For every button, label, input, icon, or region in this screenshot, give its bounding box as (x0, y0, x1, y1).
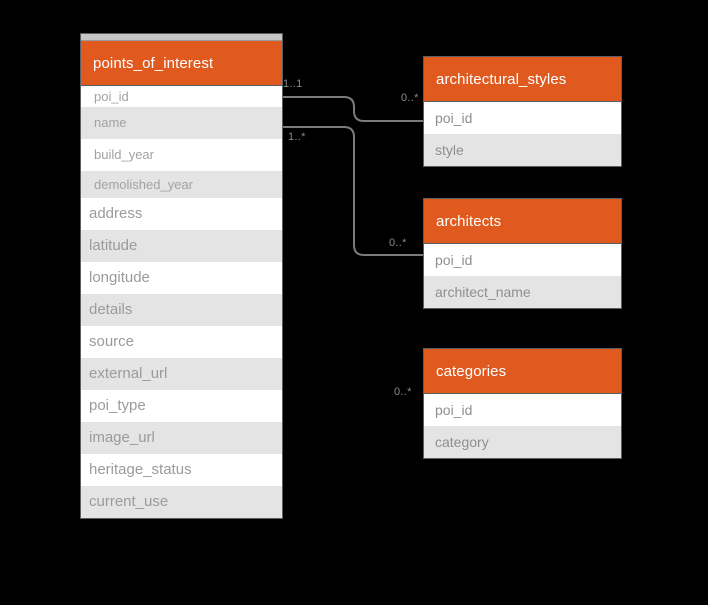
entity-title-architects: architects (424, 199, 621, 244)
cardinality-label-target-categories: 0..* (394, 386, 412, 398)
attribute-row[interactable]: latitude (81, 230, 282, 262)
entity-titlebar-handle[interactable] (81, 34, 282, 41)
attribute-row[interactable]: source (81, 326, 282, 358)
attribute-row[interactable]: poi_type (81, 390, 282, 422)
attribute-row[interactable]: poi_id (424, 244, 621, 276)
attribute-row[interactable]: style (424, 134, 621, 166)
cardinality-label-source-architects: 1..* (288, 131, 306, 143)
attribute-row[interactable]: address (81, 198, 282, 230)
attribute-row[interactable]: details (81, 294, 282, 326)
attribute-row[interactable]: poi_id (424, 394, 621, 426)
attribute-row[interactable]: poi_id (81, 86, 282, 107)
entity-title-architectural-styles: architectural_styles (424, 57, 621, 102)
attribute-row[interactable]: image_url (81, 422, 282, 454)
attribute-row[interactable]: current_use (81, 486, 282, 518)
entity-categories[interactable]: categories poi_id category (423, 348, 622, 459)
attribute-row[interactable]: architect_name (424, 276, 621, 308)
attribute-row[interactable]: build_year (81, 139, 282, 171)
connector-poi-architects[interactable] (283, 126, 423, 256)
cardinality-label-target-architects: 0..* (389, 237, 407, 249)
entity-title-categories: categories (424, 349, 621, 394)
entity-architectural-styles[interactable]: architectural_styles poi_id style (423, 56, 622, 167)
attribute-row[interactable]: external_url (81, 358, 282, 390)
attribute-row[interactable]: longitude (81, 262, 282, 294)
attribute-row[interactable]: demolished_year (81, 171, 282, 198)
attribute-row[interactable]: category (424, 426, 621, 458)
attribute-row[interactable]: poi_id (424, 102, 621, 134)
entity-points-of-interest[interactable]: points_of_interest poi_id name build_yea… (80, 33, 283, 519)
entity-title-points-of-interest: points_of_interest (81, 41, 282, 86)
cardinality-label-target-styles: 0..* (401, 92, 419, 104)
cardinality-label-source-styles: 1..1 (283, 78, 303, 90)
entity-architects[interactable]: architects poi_id architect_name (423, 198, 622, 309)
attribute-row[interactable]: name (81, 107, 282, 139)
attribute-row[interactable]: heritage_status (81, 454, 282, 486)
